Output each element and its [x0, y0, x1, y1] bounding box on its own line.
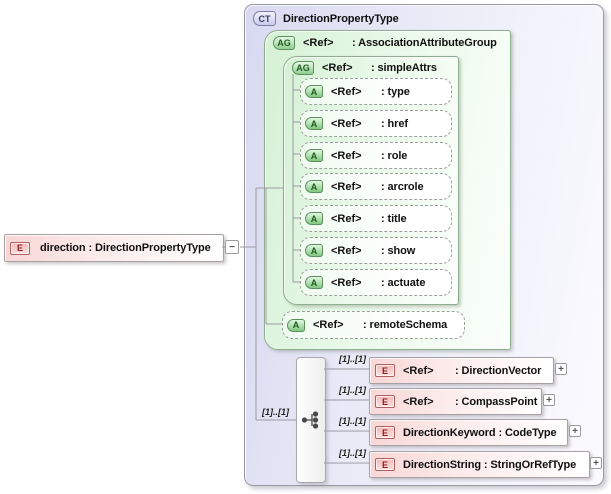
- element-directionstring[interactable]: E DirectionString : StringOrRefType: [369, 451, 590, 478]
- attribute-group-icon: AG: [292, 61, 314, 75]
- attribute-name: : type: [381, 85, 410, 98]
- element-name: DirectionString : StringOrRefType: [403, 458, 577, 471]
- element-ref: <Ref>: [403, 395, 434, 408]
- choice-icon: [301, 411, 319, 429]
- element-directionkeyword[interactable]: E DirectionKeyword : CodeType: [369, 419, 568, 446]
- attribute-name: : remoteSchema: [363, 319, 448, 331]
- element-directionvector[interactable]: E <Ref> : DirectionVector: [369, 357, 554, 384]
- attribute-type[interactable]: A <Ref> : type: [300, 78, 452, 105]
- element-direction-root[interactable]: E direction : DirectionPropertyType: [4, 234, 224, 262]
- attribute-ref: <Ref>: [331, 276, 362, 289]
- attribute-name: : show: [381, 244, 416, 257]
- attribute-icon: A: [305, 180, 323, 193]
- attribute-ref: <Ref>: [331, 180, 362, 193]
- attribute-name: : title: [381, 212, 407, 225]
- element-cardinality: [1]..[1]: [339, 448, 366, 458]
- complex-type-title: DirectionPropertyType: [283, 12, 399, 25]
- attribute-icon: A: [305, 85, 323, 98]
- complex-type-icon: CT: [253, 11, 276, 26]
- attribute-name: : href: [381, 117, 408, 130]
- choice-cardinality: [1]..[1]: [262, 407, 289, 417]
- attribute-group-name: : simpleAttrs: [371, 62, 437, 74]
- expand-button[interactable]: +: [590, 457, 602, 469]
- attribute-group-icon: AG: [273, 36, 295, 50]
- attribute-name: : role: [381, 149, 408, 162]
- attribute-role[interactable]: A <Ref> : role: [300, 142, 452, 169]
- attribute-group-name: : AssociationAttributeGroup: [352, 37, 497, 49]
- element-cardinality: [1]..[1]: [339, 385, 366, 395]
- element-icon: E: [375, 458, 395, 471]
- element-cardinality: [1]..[1]: [339, 416, 366, 426]
- element-name: DirectionKeyword : CodeType: [403, 426, 557, 439]
- element-icon: E: [375, 426, 395, 439]
- choice-compositor[interactable]: [296, 357, 326, 483]
- attribute-icon: A: [305, 244, 323, 257]
- attribute-icon: A: [305, 117, 323, 130]
- attribute-icon: A: [287, 318, 305, 332]
- attribute-ref: <Ref>: [313, 319, 344, 331]
- attribute-arcrole[interactable]: A <Ref> : arcrole: [300, 173, 452, 200]
- attribute-title[interactable]: A <Ref> : title: [300, 205, 452, 232]
- attribute-icon: A: [305, 276, 323, 289]
- attribute-group-ref: <Ref>: [322, 62, 353, 74]
- attribute-name: : actuate: [381, 276, 426, 289]
- expand-button[interactable]: +: [555, 363, 567, 375]
- attribute-icon: A: [305, 149, 323, 162]
- element-compasspoint[interactable]: E <Ref> : CompassPoint: [369, 388, 542, 415]
- attribute-group-ref: <Ref>: [303, 37, 334, 49]
- attribute-ref: <Ref>: [331, 244, 362, 257]
- attribute-name: : arcrole: [381, 180, 424, 193]
- expand-button[interactable]: +: [569, 425, 581, 437]
- attribute-show[interactable]: A <Ref> : show: [300, 237, 452, 264]
- element-icon: E: [375, 395, 395, 408]
- attribute-ref: <Ref>: [331, 149, 362, 162]
- collapse-button[interactable]: −: [225, 240, 239, 254]
- attribute-ref: <Ref>: [331, 117, 362, 130]
- expand-button[interactable]: +: [543, 394, 555, 406]
- attribute-ref: <Ref>: [331, 85, 362, 98]
- element-name: : DirectionVector: [455, 364, 542, 377]
- attribute-actuate[interactable]: A <Ref> : actuate: [300, 269, 452, 296]
- attribute-icon: A: [305, 212, 323, 225]
- element-name: : CompassPoint: [455, 395, 538, 408]
- element-ref: <Ref>: [403, 364, 434, 377]
- element-icon: E: [10, 241, 30, 255]
- attribute-href[interactable]: A <Ref> : href: [300, 110, 452, 137]
- attribute-ref: <Ref>: [331, 212, 362, 225]
- attribute-remoteschema[interactable]: A <Ref> : remoteSchema: [282, 311, 465, 339]
- element-icon: E: [375, 364, 395, 377]
- element-name: direction : DirectionPropertyType: [40, 242, 211, 254]
- element-cardinality: [1]..[1]: [339, 354, 366, 364]
